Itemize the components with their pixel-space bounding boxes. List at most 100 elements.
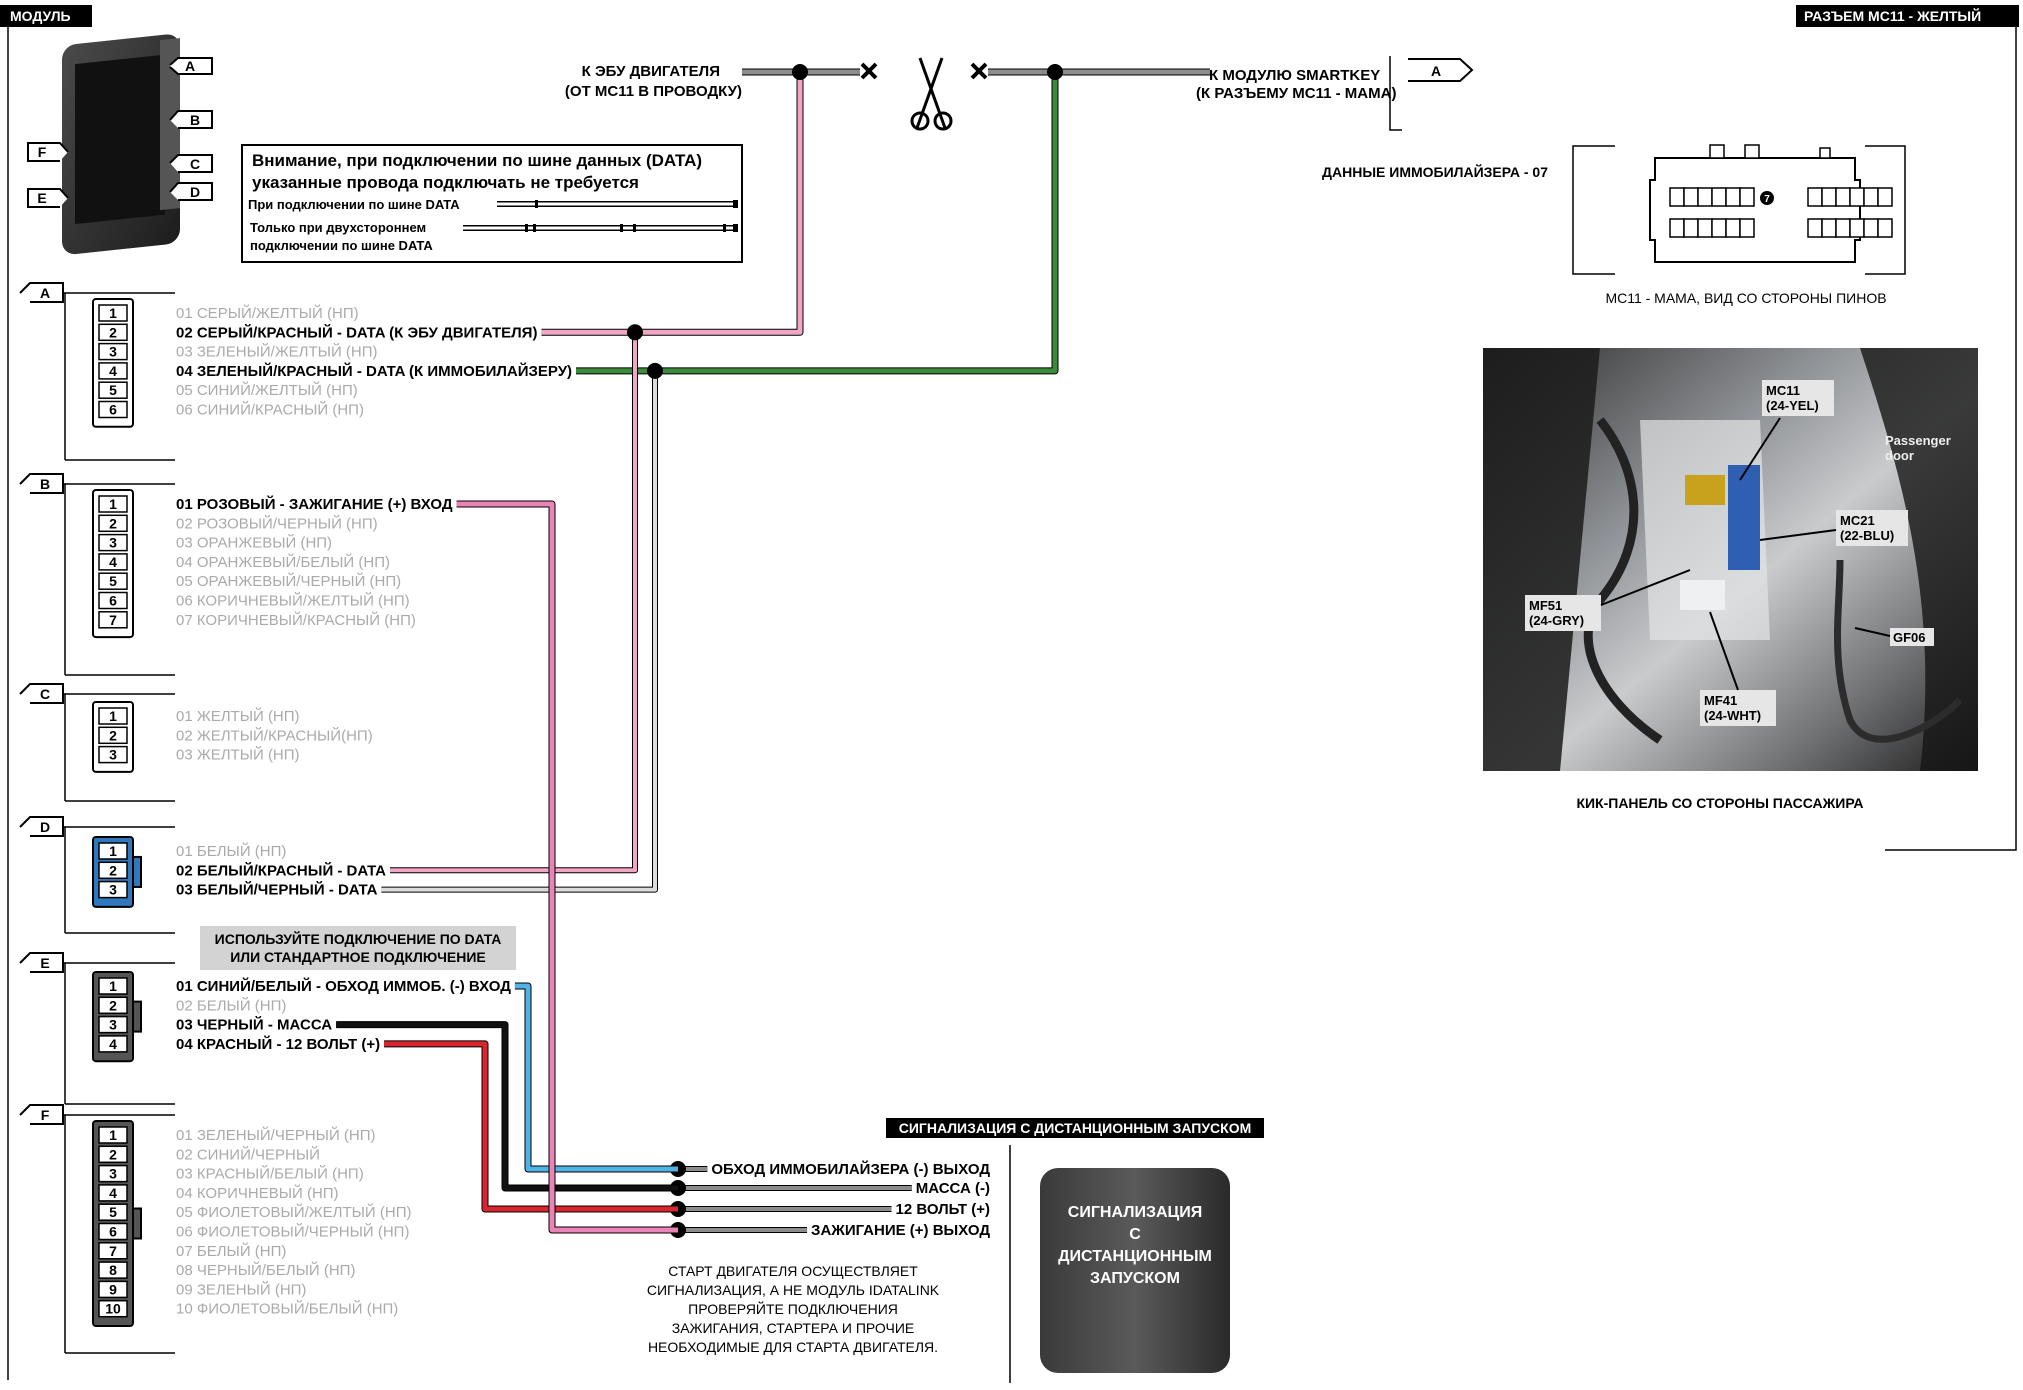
pin-number: 3 xyxy=(109,344,117,360)
wire-b1-ignition xyxy=(456,501,678,1233)
mc11-pin xyxy=(1683,218,1699,238)
mc11-pin xyxy=(1807,218,1823,238)
mc11-pin xyxy=(1835,218,1851,238)
output-label: ОБХОД ИММОБИЛАЙЗЕРА (-) ВЫХОД xyxy=(711,1160,990,1178)
wire-label: 02 БЕЛЫЙ/КРАСНЫЙ - DATA xyxy=(176,861,386,879)
photo-label-mc21: MC21(22-BLU) xyxy=(1840,513,1894,543)
alarm-note-1: СТАРТ ДВИГАТЕЛЯ ОСУЩЕСТВЛЯЕТ xyxy=(668,1263,918,1279)
mc11-pin xyxy=(1835,187,1851,207)
connector-frame xyxy=(63,1114,66,1353)
wire-b1-ignition-outline xyxy=(456,500,678,1234)
module-port-tags: A B C D F E xyxy=(27,57,213,208)
connector-frame xyxy=(63,483,66,675)
wire-a4-immo xyxy=(576,72,1058,374)
junction-ecu xyxy=(792,64,808,80)
alarm-header: СИГНАЛИЗАЦИЯ С ДИСТАНЦИОННЫМ ЗАПУСКОМ xyxy=(899,1120,1252,1136)
photo-label-mf51: MF51(24-GRY) xyxy=(1529,598,1584,628)
pin-number: 1 xyxy=(109,1127,117,1143)
wire-label: 05 ФИОЛЕТОВЫЙ/ЖЕЛТЫЙ (НП) xyxy=(176,1203,411,1221)
output-label: МАССА (-) xyxy=(916,1180,990,1197)
connector-header: РАЗЪЕМ MC11 - ЖЕЛТЫЙ xyxy=(1804,7,1981,24)
wire-label: 08 ЧЕРНЫЙ/БЕЛЫЙ (НП) xyxy=(176,1261,355,1279)
pin-cell xyxy=(98,381,128,399)
pin-cell xyxy=(98,1145,128,1164)
wire-label: 10 ФИОЛЕТОВЫЙ/БЕЛЫЙ (НП) xyxy=(176,1300,398,1318)
pin-number: 2 xyxy=(109,862,117,878)
mc11-pin xyxy=(1821,218,1837,238)
port-tag-b: B xyxy=(190,112,200,128)
connector-frame xyxy=(63,826,66,933)
connector-latch xyxy=(132,1000,142,1033)
pin-number: 6 xyxy=(109,593,117,609)
mc11-pin-grid xyxy=(1669,187,1893,238)
pin-cell xyxy=(98,1261,128,1279)
wire-e3-ground xyxy=(336,1022,678,1191)
module-frame: МОДУЛЬ xyxy=(0,5,92,1380)
alarm-box-line-1: СИГНАЛИЗАЦИЯ xyxy=(1068,1204,1202,1221)
wire-e1-bypass-outline xyxy=(514,982,678,1173)
pin-number: 2 xyxy=(109,1146,117,1162)
wire-d3-data xyxy=(381,370,657,892)
mc11-pin xyxy=(1683,187,1699,207)
pin-cell xyxy=(98,1242,128,1260)
mc11-pin xyxy=(1821,187,1837,207)
wire-label: 03 ЧЕРНЫЙ - МАССА xyxy=(176,1016,332,1034)
pin-number: 7 xyxy=(109,612,117,628)
port-tag-a: A xyxy=(185,58,195,74)
pin-number: 2 xyxy=(109,515,117,531)
pin-number: 8 xyxy=(109,1262,117,1278)
pin-cell xyxy=(98,304,128,322)
pointer-line xyxy=(1739,417,1781,481)
mc11-connector-view: ДАННЫЕ ИММОБИЛАЙЗЕРА - 07 7 MC11 - МАМА,… xyxy=(1322,144,1906,306)
connector-tag-a: A xyxy=(40,285,50,301)
pointer-line xyxy=(1709,611,1739,691)
pin-number: 2 xyxy=(109,324,117,340)
junction-a2 xyxy=(627,324,643,341)
junction-a4 xyxy=(647,362,663,379)
wire-label: 02 СЕРЫЙ/КРАСНЫЙ - DATA (К ЭБУ ДВИГАТЕЛЯ… xyxy=(176,323,537,341)
pin-cell xyxy=(98,726,128,745)
module-device xyxy=(62,34,180,255)
pin-cell xyxy=(98,495,128,513)
pin-number: 3 xyxy=(109,1166,117,1182)
mc11-pin xyxy=(1849,187,1865,207)
connector-tag-shape xyxy=(19,282,64,303)
mc11-pin xyxy=(1697,187,1713,207)
photo-label-gf06: GF06 xyxy=(1893,630,1926,645)
connector-header-frame: РАЗЪЕМ MC11 - ЖЕЛТЫЙ xyxy=(1796,5,2019,851)
notice-line-2: указанные провода подключать не требуетс… xyxy=(252,173,639,192)
photo-caption: КИК-ПАНЕЛЬ СО СТОРОНЫ ПАССАЖИРА xyxy=(1576,795,1863,811)
mc11-pin xyxy=(1807,187,1823,207)
pin-number: 5 xyxy=(109,573,117,589)
wire-label: 07 КОРИЧНЕВЫЙ/КРАСНЫЙ (НП) xyxy=(176,611,416,629)
wire-label: 05 ОРАНЖЕВЫЙ/ЧЕРНЫЙ (НП) xyxy=(176,572,401,590)
pin-cell xyxy=(98,1299,128,1318)
cut-mark-left-icon xyxy=(860,62,878,80)
connector-latch xyxy=(132,1207,142,1240)
label-bg xyxy=(1700,690,1776,726)
pin-cell xyxy=(98,342,128,361)
wire-label: 06 КОРИЧНЕВЫЙ/ЖЕЛТЫЙ (НП) xyxy=(176,592,410,610)
pin-number: 2 xyxy=(109,997,117,1013)
pin-cell xyxy=(98,861,128,880)
use-note: ИСПОЛЬЗУЙТЕ ПОДКЛЮЧЕНИЕ ПО DATA ИЛИ СТАН… xyxy=(200,926,516,970)
smartkey-label-1: К МОДУЛЮ SMARTKEY xyxy=(1209,67,1380,84)
connector-tag-shape xyxy=(19,952,64,973)
legend-wire-2 xyxy=(463,224,738,232)
pin-number: 4 xyxy=(109,554,117,570)
wire-label: 07 БЕЛЫЙ (НП) xyxy=(176,1242,286,1260)
port-tag-f: F xyxy=(38,144,47,160)
pin-number: 6 xyxy=(109,1224,117,1240)
pin-cell xyxy=(98,1203,128,1221)
wire-label: 02 РОЗОВЫЙ/ЧЕРНЫЙ (НП) xyxy=(176,514,378,532)
pin-number: 3 xyxy=(109,747,117,763)
wire-label: 03 ЗЕЛЕНЫЙ/ЖЕЛТЫЙ (НП) xyxy=(176,343,378,361)
legend-wire-1 xyxy=(497,200,738,208)
pin-cell xyxy=(98,611,128,629)
wire-label: 04 КОРИЧНЕВЫЙ (НП) xyxy=(176,1184,339,1202)
